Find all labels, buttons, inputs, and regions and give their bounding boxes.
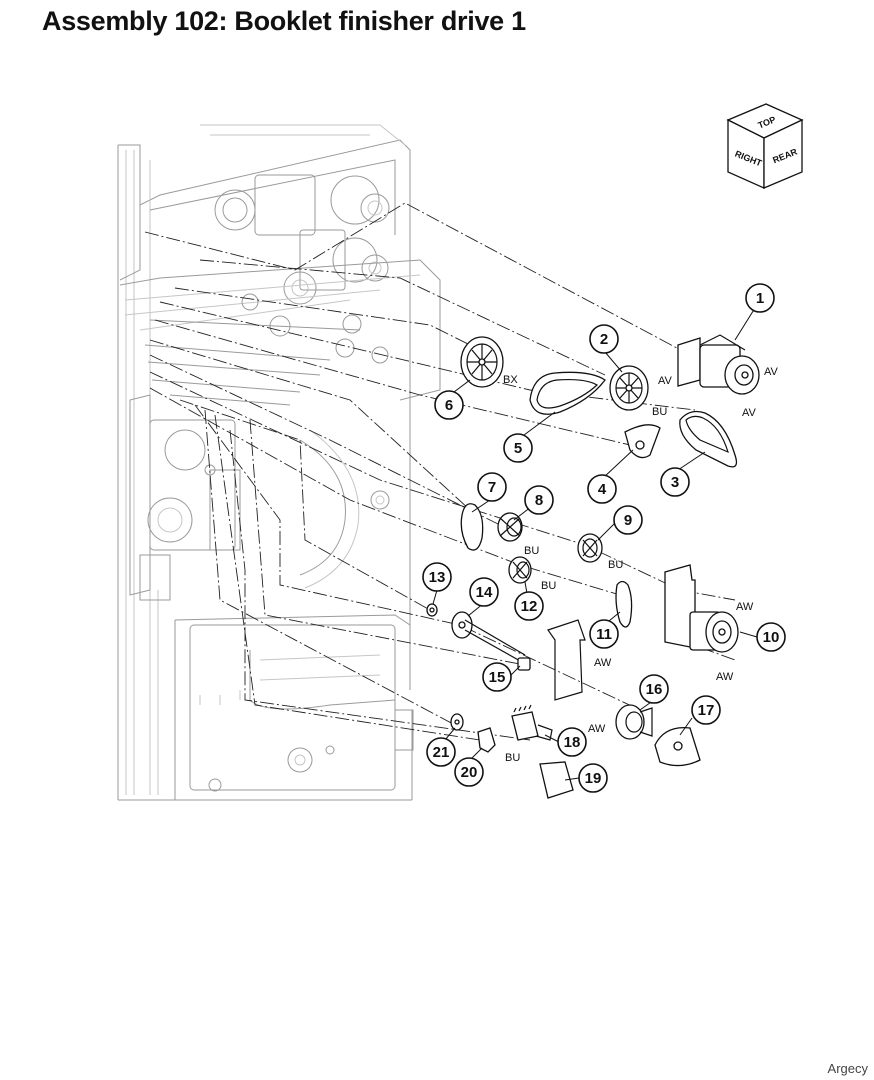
callout-number: 17 bbox=[698, 702, 715, 719]
callout-6: 6 bbox=[434, 390, 464, 420]
part-11-belt bbox=[615, 580, 633, 628]
callout-18: 18 bbox=[557, 727, 587, 757]
callout-4: 4 bbox=[587, 474, 617, 504]
part-12-gear bbox=[508, 556, 532, 584]
part-19-cover bbox=[539, 761, 574, 799]
fastener-code: BX bbox=[503, 374, 518, 386]
part-21-gear bbox=[450, 713, 464, 731]
callout-number: 3 bbox=[671, 474, 679, 491]
part-20-arm bbox=[477, 727, 496, 753]
callout-number: 14 bbox=[476, 584, 493, 601]
mounting-bracket bbox=[547, 619, 586, 701]
fastener-codes: AV AV AV BX BU BU BU BU BU AW AW AW AW bbox=[503, 366, 779, 764]
fastener-code: AW bbox=[736, 601, 754, 613]
fastener-code: AV bbox=[658, 375, 673, 387]
callout-20: 20 bbox=[454, 757, 484, 787]
callout-number: 9 bbox=[624, 512, 632, 529]
callout-2: 2 bbox=[589, 324, 619, 354]
part-6-pulley bbox=[460, 336, 504, 388]
page-title: Assembly 102: Booklet finisher drive 1 bbox=[42, 6, 526, 36]
fastener-code: AW bbox=[588, 723, 606, 735]
part-9-pulley bbox=[577, 533, 603, 563]
part-3-belt bbox=[679, 410, 738, 468]
callout-number: 8 bbox=[535, 492, 543, 509]
callout-9: 9 bbox=[613, 505, 643, 535]
fastener-code: AW bbox=[716, 671, 734, 683]
callout-number: 12 bbox=[521, 598, 538, 615]
fastener-code: AV bbox=[742, 407, 757, 419]
fastener-code: BU bbox=[652, 406, 667, 418]
fastener-code: BU bbox=[505, 752, 520, 764]
callout-number: 7 bbox=[488, 479, 496, 496]
part-4-cam bbox=[624, 424, 661, 459]
callout-14: 14 bbox=[469, 577, 499, 607]
watermark: Argecy bbox=[827, 1061, 868, 1076]
part-18-gear bbox=[511, 704, 553, 741]
callout-number: 11 bbox=[596, 626, 612, 643]
callout-number: 18 bbox=[564, 734, 581, 751]
part-8-gear bbox=[497, 512, 523, 542]
callout-number: 5 bbox=[514, 440, 522, 457]
callout-19: 19 bbox=[578, 763, 608, 793]
callout-number: 16 bbox=[646, 681, 663, 698]
callout-number: 1 bbox=[756, 290, 764, 307]
part-2-pulley bbox=[609, 365, 649, 411]
finisher-frame bbox=[117, 124, 441, 801]
part-7-belt bbox=[460, 503, 484, 551]
fastener-code: BU bbox=[608, 559, 623, 571]
fastener-code: BU bbox=[541, 580, 556, 592]
callout-12: 12 bbox=[514, 591, 544, 621]
callout-10: 10 bbox=[756, 622, 786, 652]
fastener-code: BU bbox=[524, 545, 539, 557]
callout-number: 15 bbox=[489, 669, 506, 686]
callout-15: 15 bbox=[482, 662, 512, 692]
callout-11: 11 bbox=[589, 619, 619, 649]
callout-number: 13 bbox=[429, 569, 446, 586]
callout-1: 1 bbox=[745, 283, 775, 313]
part-15-coupling bbox=[517, 657, 531, 671]
callout-13: 13 bbox=[422, 562, 452, 592]
part-10-motor bbox=[664, 564, 739, 653]
callout-21: 21 bbox=[426, 737, 456, 767]
callout-number: 20 bbox=[461, 764, 478, 781]
callout-5: 5 bbox=[503, 433, 533, 463]
orientation-cube: TOP RIGHT REAR bbox=[726, 103, 804, 190]
part-16-clutch bbox=[615, 704, 653, 740]
fastener-code: AW bbox=[594, 657, 612, 669]
callout-number: 21 bbox=[433, 744, 450, 761]
callout-8: 8 bbox=[524, 485, 554, 515]
callout-number: 6 bbox=[445, 397, 453, 414]
callout-number: 19 bbox=[585, 770, 602, 787]
part-5-belt bbox=[529, 371, 606, 415]
callout-number: 10 bbox=[763, 629, 780, 646]
callout-number: 2 bbox=[600, 331, 608, 348]
callout-3: 3 bbox=[660, 467, 690, 497]
callout-7: 7 bbox=[477, 472, 507, 502]
callout-16: 16 bbox=[639, 674, 669, 704]
callout-number: 4 bbox=[598, 481, 607, 498]
callout-17: 17 bbox=[691, 695, 721, 725]
part-14-shaft bbox=[451, 611, 526, 663]
fastener-code: AV bbox=[764, 366, 779, 378]
part-1-motor bbox=[677, 334, 760, 395]
part-13-bushing bbox=[426, 603, 438, 617]
